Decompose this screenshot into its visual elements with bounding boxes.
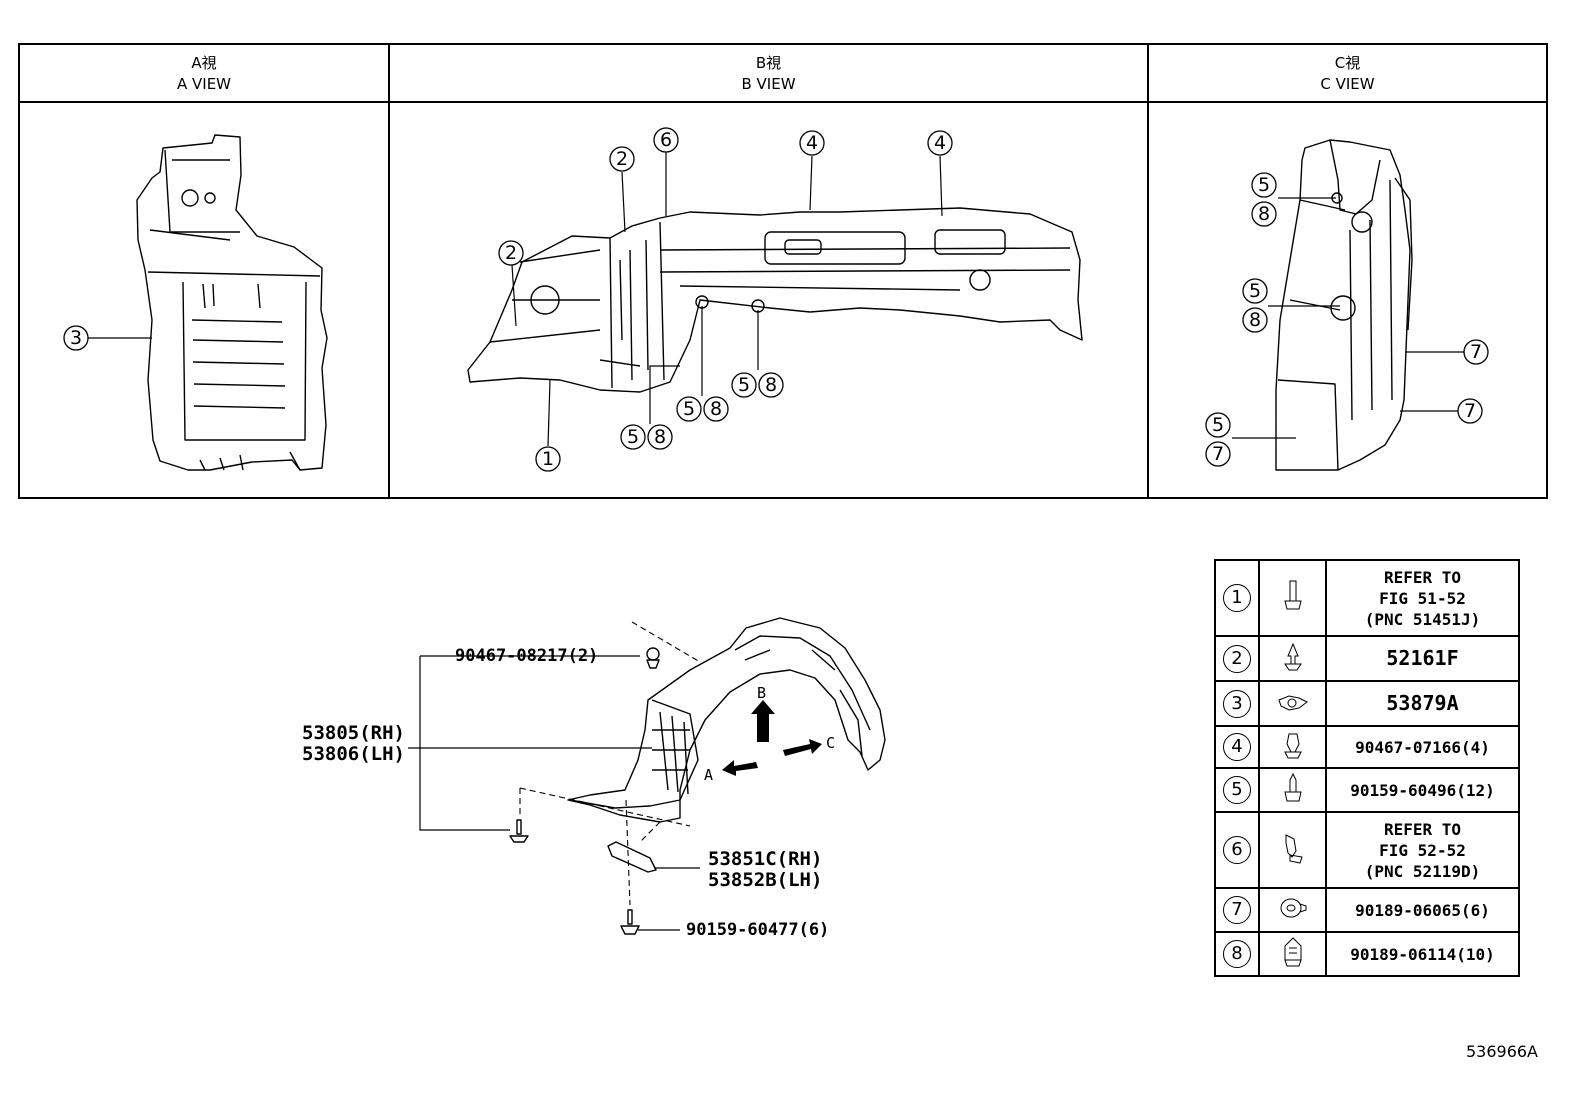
screw-icon <box>1283 772 1302 802</box>
legend-row: 5 90159-60496(12) <box>1214 767 1520 813</box>
c-view-header: C視 C VIEW <box>1149 45 1546 103</box>
callout-b-5c: 5 <box>627 426 639 448</box>
bolt-icon <box>1283 580 1302 610</box>
grommet-icon <box>1280 898 1306 918</box>
fastener-legend-table: 1 REFER TO FIG 51-52 (PNC 51451J) 2 5216… <box>1214 559 1520 977</box>
callout-b-8a: 8 <box>710 398 722 420</box>
callout-b-4b: 4 <box>934 132 946 154</box>
seal-drawing <box>607 841 657 873</box>
screw-bottom-drawing <box>620 909 640 935</box>
legend-num: 5 <box>1223 776 1251 804</box>
legend-line: (PNC 51451J) <box>1364 609 1481 629</box>
a-view-title-en: A VIEW <box>176 75 232 93</box>
part-liner-lh: 53806(LH) <box>302 743 405 765</box>
b-view-header: B視 B VIEW <box>390 45 1147 103</box>
legend-line: FIG 52-52 <box>1379 840 1466 860</box>
legend-row: 8 90189-06114(10) <box>1214 931 1520 977</box>
b-view-liner-drawing <box>467 207 1083 393</box>
clip-top-drawing <box>646 647 660 669</box>
legend-line: 53879A <box>1325 680 1520 727</box>
document-id: 536966A <box>1465 1042 1538 1061</box>
legend-row: 7 90189-06065(6) <box>1214 887 1520 933</box>
legend-line: 90189-06065(6) <box>1325 887 1520 933</box>
callout-b-1: 1 <box>542 448 554 470</box>
c-view-liner-drawing <box>1275 139 1413 471</box>
callout-b-5a: 5 <box>683 398 695 420</box>
callout-b-5b: 5 <box>738 374 750 396</box>
arrow-b-label: B <box>757 684 766 702</box>
view-arrows <box>722 700 822 776</box>
legend-num: 6 <box>1223 836 1251 864</box>
legend-line: 90467-07166(4) <box>1325 725 1520 769</box>
b-view-title-en: B VIEW <box>741 75 796 93</box>
a-view-header: A視 A VIEW <box>20 45 388 103</box>
legend-row: 1 REFER TO FIG 51-52 (PNC 51451J) <box>1214 559 1520 637</box>
callout-c-5b: 5 <box>1249 280 1261 302</box>
nut-icon <box>1283 937 1302 967</box>
legend-num: 8 <box>1223 940 1251 968</box>
legend-line: 90189-06114(10) <box>1325 931 1520 977</box>
callout-b-4a: 4 <box>806 132 818 154</box>
legend-num: 4 <box>1223 733 1251 761</box>
callout-c-8b: 8 <box>1249 309 1261 331</box>
a-view-title-jp: A視 <box>191 54 217 72</box>
callout-c-7b: 7 <box>1464 400 1476 422</box>
b-view-panel: B視 B VIEW <box>390 45 1149 497</box>
a-view-liner-drawing <box>136 134 328 471</box>
callout-c-7c: 7 <box>1212 443 1224 465</box>
legend-line: REFER TO <box>1383 567 1462 587</box>
legend-num: 3 <box>1223 689 1251 718</box>
legend-line: 90159-60496(12) <box>1325 767 1520 813</box>
dashed-guides <box>519 621 701 906</box>
legend-line: (PNC 52119D) <box>1364 861 1481 881</box>
callout-c-8a: 8 <box>1258 203 1270 225</box>
callout-c-5a: 5 <box>1258 174 1270 196</box>
callout-a-3: 3 <box>70 327 82 349</box>
b-view-title-jp: B視 <box>755 54 782 72</box>
callout-c-5c: 5 <box>1212 414 1224 436</box>
screw-left-drawing <box>509 819 529 843</box>
leader-lines <box>88 152 1464 931</box>
legend-row: 6 REFER TO FIG 52-52 (PNC 52119D) <box>1214 811 1520 889</box>
legend-num: 7 <box>1223 896 1251 924</box>
legend-num: 2 <box>1223 644 1251 673</box>
callout-b-8c: 8 <box>654 426 666 448</box>
arrow-a-label: A <box>704 766 713 784</box>
callout-b-8b: 8 <box>765 374 777 396</box>
legend-line: REFER TO <box>1383 819 1462 839</box>
legend-line: FIG 51-52 <box>1379 588 1466 608</box>
part-liner-rh: 53805(RH) <box>302 722 405 744</box>
legend-row: 3 53879A <box>1214 680 1520 727</box>
callout-b-2b: 2 <box>616 148 628 170</box>
push-clip-icon <box>1283 642 1302 670</box>
clip-icon <box>1283 733 1302 759</box>
legend-line: 52161F <box>1325 635 1520 682</box>
c-view-title-jp: C視 <box>1334 54 1361 72</box>
part-clip-top: 90467-08217(2) <box>455 646 599 666</box>
view-panels: A視 A VIEW B視 B VIEW C視 C VIEW <box>18 43 1548 499</box>
a-view-panel: A視 A VIEW <box>20 45 390 497</box>
part-screw-bottom: 90159-60477(6) <box>686 920 830 940</box>
part-seal-rh: 53851C(RH) <box>708 848 823 870</box>
clip-icon <box>1285 834 1303 864</box>
c-view-title-en: C VIEW <box>1320 75 1375 93</box>
arrow-c-label: C <box>826 734 835 752</box>
callout-b-6: 6 <box>660 129 672 151</box>
callout-c-7a: 7 <box>1470 341 1482 363</box>
callout-b-2a: 2 <box>505 242 517 264</box>
legend-row: 4 90467-07166(4) <box>1214 725 1520 769</box>
c-view-panel: C視 C VIEW <box>1149 45 1546 497</box>
clip-icon <box>1277 694 1308 711</box>
callout-circles <box>63 127 1489 472</box>
arrow-c-icon <box>783 739 822 756</box>
arrow-b-icon <box>751 700 775 742</box>
part-seal-lh: 53852B(LH) <box>708 869 823 891</box>
legend-row: 2 52161F <box>1214 635 1520 682</box>
legend-num: 1 <box>1223 584 1251 612</box>
arrow-a-icon <box>722 760 758 776</box>
